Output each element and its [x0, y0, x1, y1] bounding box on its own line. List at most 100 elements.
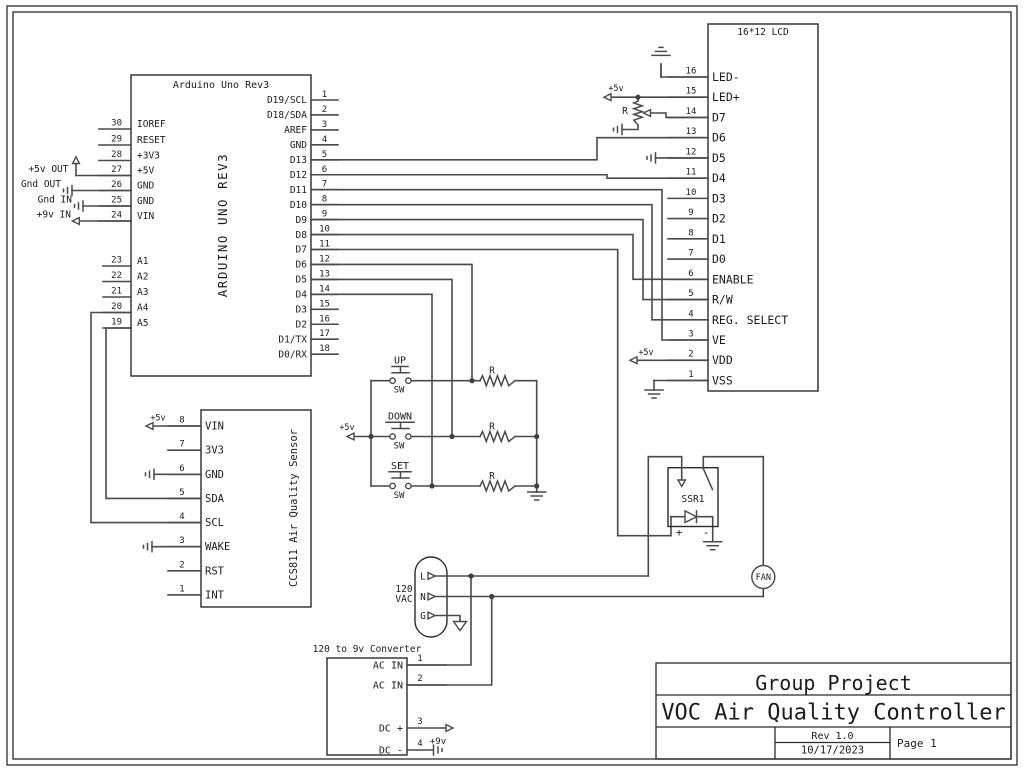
wire	[310, 263, 473, 382]
pin-number: 1	[322, 90, 327, 100]
resistor-icon	[478, 478, 517, 494]
pin-number: 8	[179, 416, 184, 426]
lcd-title: 16*12 LCD	[737, 27, 789, 38]
wire	[406, 575, 472, 666]
resistor-label: R	[489, 422, 495, 433]
pin-number: 25	[111, 196, 122, 206]
pin-label: D7	[712, 110, 726, 124]
pin-label: D0	[712, 252, 726, 266]
wire	[695, 515, 714, 543]
outer-border	[6, 5, 1018, 766]
ssr-relay: SSR1+-	[667, 455, 723, 551]
pin-number: 3	[179, 536, 184, 546]
pin-label: D9	[296, 215, 308, 226]
pin-number: 8	[322, 195, 327, 205]
switch-name-label: DOWN	[388, 412, 412, 423]
pin-number: 5	[688, 289, 693, 299]
sheet-frame	[6, 5, 1018, 766]
pin-number: 22	[111, 271, 122, 281]
wire	[406, 595, 493, 686]
pin-number: 16	[319, 314, 330, 324]
pin-label: D0/RX	[278, 349, 307, 360]
pot-wiper-arrow-icon	[641, 108, 652, 118]
pin-label: VDD	[712, 353, 733, 367]
pin-number: 2	[417, 674, 422, 684]
wire	[310, 293, 433, 487]
vac-pin-label: L	[420, 572, 426, 583]
pin-number: 16	[686, 67, 697, 77]
junctions	[368, 94, 641, 600]
plus9-in-arrow-icon	[70, 216, 81, 226]
pin-label: VE	[712, 333, 726, 347]
pin-label: D1/TX	[278, 334, 307, 345]
pin-number: 12	[319, 254, 330, 264]
pin-number: 1	[417, 654, 422, 664]
switch-contact	[389, 377, 396, 385]
pin-number: 11	[686, 168, 697, 178]
wire	[90, 311, 202, 524]
ssr-label: SSR1	[682, 494, 705, 505]
pin-label: LED+	[712, 90, 740, 104]
arduino-vertical-label: ARDUINO UNO REV3	[215, 153, 230, 297]
resistor-icon	[478, 373, 517, 388]
plus5-arrow-icon	[602, 92, 612, 102]
plus5-arrow-icon	[144, 421, 154, 431]
pin-number: 3	[688, 329, 693, 339]
junction-dot	[489, 593, 495, 600]
switch-up: UP SW	[389, 356, 412, 396]
pin-number: 17	[319, 329, 330, 339]
pin-label: D4	[712, 171, 726, 185]
pin-number: 1	[688, 370, 693, 380]
pin-number: 9	[322, 210, 327, 220]
junction-dot	[449, 433, 455, 440]
switch-contact	[404, 433, 412, 440]
pin-label: D2	[712, 212, 726, 226]
pin-number: 15	[686, 87, 697, 97]
pin-number: 24	[111, 211, 122, 221]
pin-label: GND	[137, 181, 154, 192]
vac-voltage-label: 120	[395, 584, 412, 595]
plus9-label: +9v	[430, 737, 446, 747]
wire	[434, 614, 461, 623]
pin-number: 21	[111, 287, 122, 297]
pin-number: 23	[111, 256, 122, 266]
pin-label: INT	[205, 589, 225, 601]
wire	[310, 188, 709, 341]
chassis-ground-icon	[452, 620, 468, 632]
pin-label: IOREF	[137, 119, 166, 130]
pin-number: 2	[179, 560, 184, 570]
gnd-out-label: Gnd OUT	[21, 179, 61, 190]
vac-voltage-label: VAC	[395, 594, 412, 605]
pin-label: D7	[296, 245, 307, 256]
resistor-label: R	[489, 471, 495, 482]
minus-terminal-label: -	[703, 526, 710, 539]
wire	[621, 124, 639, 131]
wire	[310, 233, 709, 281]
pin-label: DC -	[379, 746, 403, 757]
switch-type-label: SW	[394, 386, 405, 396]
pin-label: D2	[296, 319, 307, 330]
pin-number: 19	[111, 318, 122, 328]
pin-number: 7	[179, 440, 184, 450]
pin-label: GND	[290, 140, 307, 151]
switch-contact	[404, 377, 412, 385]
pin-number: 1	[179, 584, 184, 594]
junction-dot	[468, 573, 474, 579]
switch-name-label: UP	[394, 356, 406, 367]
pin-label: VIN	[205, 421, 224, 433]
resistor-r3: R	[478, 471, 517, 494]
wire	[310, 218, 709, 301]
pin-label: DC +	[379, 724, 403, 735]
sensor-body	[200, 409, 312, 608]
wire	[648, 112, 709, 119]
pin-label: D13	[290, 155, 307, 166]
switch-type-label: SW	[394, 442, 405, 452]
converter-title: 120 to 9v Converter	[313, 644, 422, 655]
plus5-label: +5v	[339, 423, 354, 433]
pin-label: +3V3	[137, 151, 160, 162]
pin-label: SCL	[205, 517, 224, 529]
plus5-out-label: +5v OUT	[28, 164, 68, 175]
switch-contact	[404, 482, 412, 490]
